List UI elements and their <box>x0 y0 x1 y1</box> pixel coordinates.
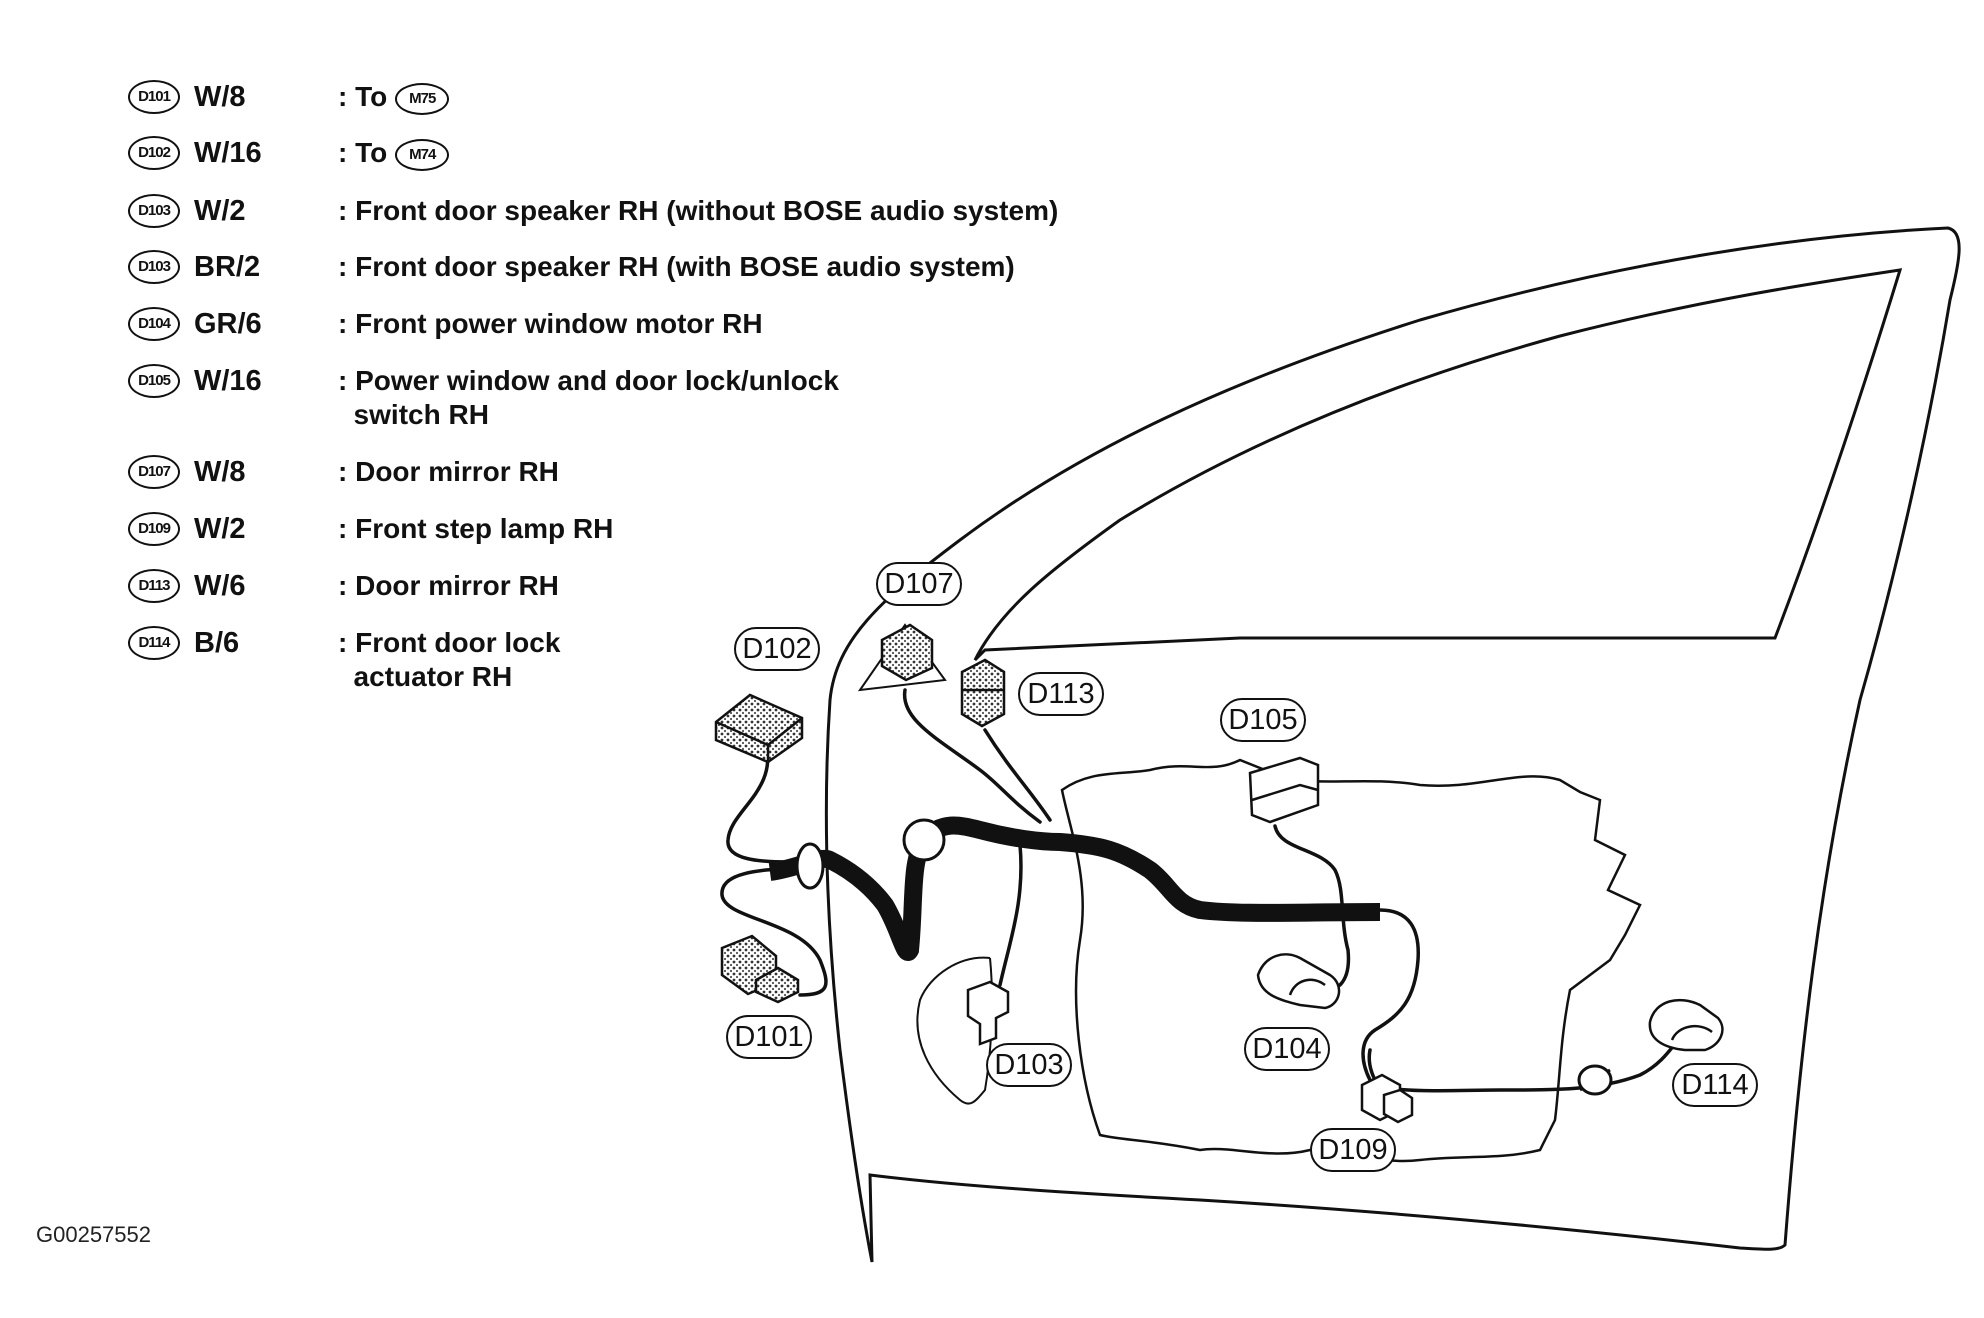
callout-d107: D107 <box>876 562 962 606</box>
main-harness <box>768 816 1381 961</box>
legend-code: W/2 <box>194 195 246 227</box>
legend-code: W/16 <box>194 137 262 169</box>
callout-d101: D101 <box>726 1015 812 1059</box>
speaker-area <box>916 956 994 1105</box>
legend-desc: : Front door lock actuator RH <box>338 627 561 692</box>
legend-desc: : Front power window motor RH <box>338 308 763 339</box>
legend-code: GR/6 <box>194 308 262 340</box>
door-outline <box>824 226 1961 1263</box>
wire-d113 <box>983 728 1052 822</box>
legend-to-badge: M74 <box>395 138 450 171</box>
legend-badge: D104 <box>128 307 180 341</box>
legend-desc: : Front step lamp RH <box>338 513 614 544</box>
wire-d109 <box>1367 1048 1377 1082</box>
legend-code: W/2 <box>194 513 246 545</box>
connector-d104 <box>1256 953 1341 1010</box>
connector-d113 <box>960 658 1006 728</box>
connector-d102 <box>714 693 804 764</box>
grommet-left <box>795 842 825 890</box>
legend-desc: : Front door speaker RH (without BOSE au… <box>338 195 1059 226</box>
legend-badge: D113 <box>128 569 180 603</box>
legend-code: W/6 <box>194 570 246 602</box>
legend-badge: D103 <box>128 250 180 284</box>
grommet-right <box>902 818 946 862</box>
legend-badge: D103 <box>128 194 180 228</box>
wire-d102 <box>726 738 792 864</box>
legend-badge: D101 <box>128 80 180 114</box>
wire-d103 <box>998 843 1023 987</box>
legend-desc: : Door mirror RH <box>338 570 559 601</box>
clip-d114-ring <box>1577 1064 1613 1096</box>
callout-d102: D102 <box>734 627 820 671</box>
callout-d103: D103 <box>986 1043 1072 1087</box>
figure-id: G00257552 <box>36 1222 151 1247</box>
legend-desc: : Front door speaker RH (with BOSE audio… <box>338 251 1015 282</box>
legend-to-badge: M75 <box>395 82 450 115</box>
callout-d113: D113 <box>1018 672 1104 716</box>
callout-d109: D109 <box>1310 1128 1396 1172</box>
wire-d101 <box>720 866 828 997</box>
legend-badge: D105 <box>128 364 180 398</box>
legend-badge: D107 <box>128 455 180 489</box>
legend-desc: : Door mirror RH <box>338 456 559 487</box>
legend-badge: D109 <box>128 512 180 546</box>
legend-code: W/8 <box>194 456 246 488</box>
window-opening <box>973 268 1903 662</box>
legend-code: W/8 <box>194 81 246 113</box>
callout-d104: D104 <box>1244 1027 1330 1071</box>
legend-badge: D114 <box>128 626 180 660</box>
legend-code: BR/2 <box>194 251 261 283</box>
legend-code: W/16 <box>194 365 262 397</box>
legend-code: B/6 <box>194 627 240 659</box>
connector-d107 <box>880 623 934 682</box>
connector-d103 <box>966 980 1010 1046</box>
legend-badge: D102 <box>128 136 180 170</box>
legend-desc: : Power window and door lock/unlock swit… <box>338 365 839 430</box>
wire-d105 <box>1273 824 1351 987</box>
connector-d114 <box>1648 998 1724 1052</box>
callout-d105: D105 <box>1220 698 1306 742</box>
callout-d114: D114 <box>1672 1063 1758 1107</box>
wire-d107 <box>902 688 1042 824</box>
